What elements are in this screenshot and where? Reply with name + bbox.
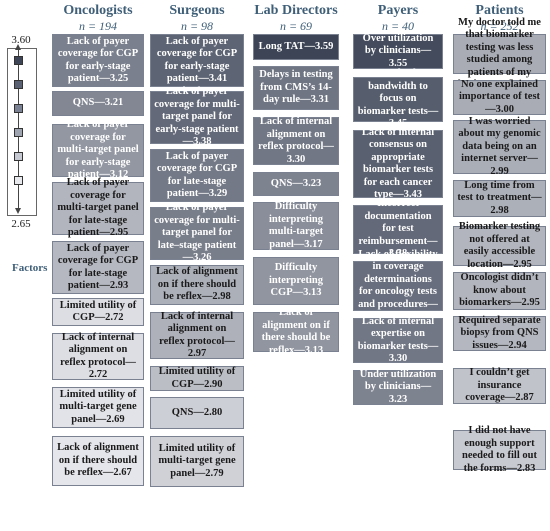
factor-box: Delays in testing from CMS’s 14-day rule… — [253, 66, 339, 110]
factor-box: Lack of payer coverage for multi-target … — [150, 86, 244, 147]
column-title: Surgeons — [169, 3, 225, 18]
factor-box: Lack of internal alignment on reflex pro… — [150, 311, 244, 359]
factor-box: Over utilization by clinicians—3.55 — [353, 33, 443, 69]
factor-box: No one explained importance of test—3.00 — [453, 79, 546, 115]
factor-box: Lack of internal alignment on reflex pro… — [253, 116, 339, 165]
factor-box: Limited utility of multi-target gene pan… — [150, 436, 244, 487]
factor-box: I did not have enough support needed to … — [453, 425, 546, 474]
factor-box: My doctor told me that biomarker testing… — [453, 17, 546, 90]
factor-box: Lack of bandwidth to focus on biomarker … — [353, 68, 443, 129]
factor-box: Lack of internal expertise on biomarker … — [353, 316, 443, 364]
legend-min-value: 2.65 — [11, 218, 31, 230]
factor-box: QNS—3.23 — [253, 172, 339, 196]
factor-box: Biomarker testing not offered at easily … — [453, 221, 546, 270]
factor-box: Limited utility of CGP—2.72 — [52, 298, 144, 326]
factor-box: Long TAT—3.59 — [253, 34, 339, 60]
factor-box: Lack of payer coverage for multi-target … — [52, 119, 144, 180]
factor-box: Difficulty interpreting CGP—3.13 — [253, 257, 339, 305]
legend-swatch — [14, 80, 23, 89]
factor-box: Lack of payer coverage for CGP for early… — [150, 34, 244, 87]
factor-box: Lack of alignment on if there should be … — [52, 436, 144, 486]
column-title: Payers — [377, 3, 419, 18]
factor-box: I was worried about my genomic data bein… — [453, 116, 546, 177]
factor-box: Lack of alignment on if there should be … — [150, 265, 244, 305]
factor-box: Required separate biopsy from QNS issues… — [453, 315, 546, 351]
factor-box: QNS—2.80 — [150, 397, 244, 429]
factor-box: I couldn’t get insurance coverage—2.87 — [453, 367, 546, 404]
factor-box: Lack of payer coverage for CGP for late-… — [52, 241, 144, 294]
arrow-down-icon — [15, 208, 21, 214]
legend-swatch — [14, 152, 23, 161]
column-sample-size: n = 69 — [279, 19, 313, 33]
column-sample-size: n = 252 — [480, 19, 519, 33]
factor-box: Lack of payer coverage for multi-target … — [52, 177, 144, 238]
legend-swatch — [14, 56, 23, 65]
factor-box: Limited utility of CGP—2.90 — [150, 366, 244, 391]
factors-label: Factors — [12, 262, 48, 274]
factor-box: Lack of payer coverage for multi-target … — [150, 202, 244, 263]
factor-box: Limited utility of multi-target gene pan… — [52, 387, 144, 428]
factor-box: Lack of flexibility in coverage determin… — [353, 249, 443, 322]
value-legend: 3.60 2.65 — [3, 34, 39, 232]
factor-box: Incorrect documentation for test reimbur… — [353, 198, 443, 259]
factor-box: Oncologist didn’t know about biomarkers—… — [453, 272, 546, 310]
legend-swatch — [14, 176, 23, 185]
factor-box: Long time from test to treatment—2.98 — [453, 180, 546, 217]
factor-box: Lack of internal consensus on appropriat… — [353, 127, 443, 200]
factor-box: Lack of payer coverage for CGP for late-… — [150, 149, 244, 202]
factor-box: Difficulty interpreting multi-target pan… — [253, 201, 339, 250]
legend-swatch — [14, 104, 23, 113]
column-title: Patients — [475, 3, 524, 18]
factor-box: Under utilization by clinicians—3.23 — [353, 369, 443, 405]
column-sample-size: n = 98 — [180, 19, 214, 33]
column-title: Lab Directors — [254, 3, 338, 18]
legend-swatch — [14, 128, 23, 137]
factor-box: Lack of alignment on if there should be … — [253, 307, 339, 356]
legend-max-value: 3.60 — [11, 34, 31, 46]
legend-frame — [7, 48, 37, 216]
factor-box: QNS—3.21 — [52, 91, 144, 116]
column-sample-size: n = 40 — [381, 19, 415, 33]
factor-box: Lack of internal alignment on reflex pro… — [52, 332, 144, 380]
arrow-up-icon — [15, 44, 21, 50]
factor-box: Lack of payer coverage for CGP for early… — [52, 34, 144, 87]
column-sample-size: n = 194 — [78, 19, 118, 33]
column-title: Oncologists — [63, 3, 133, 18]
